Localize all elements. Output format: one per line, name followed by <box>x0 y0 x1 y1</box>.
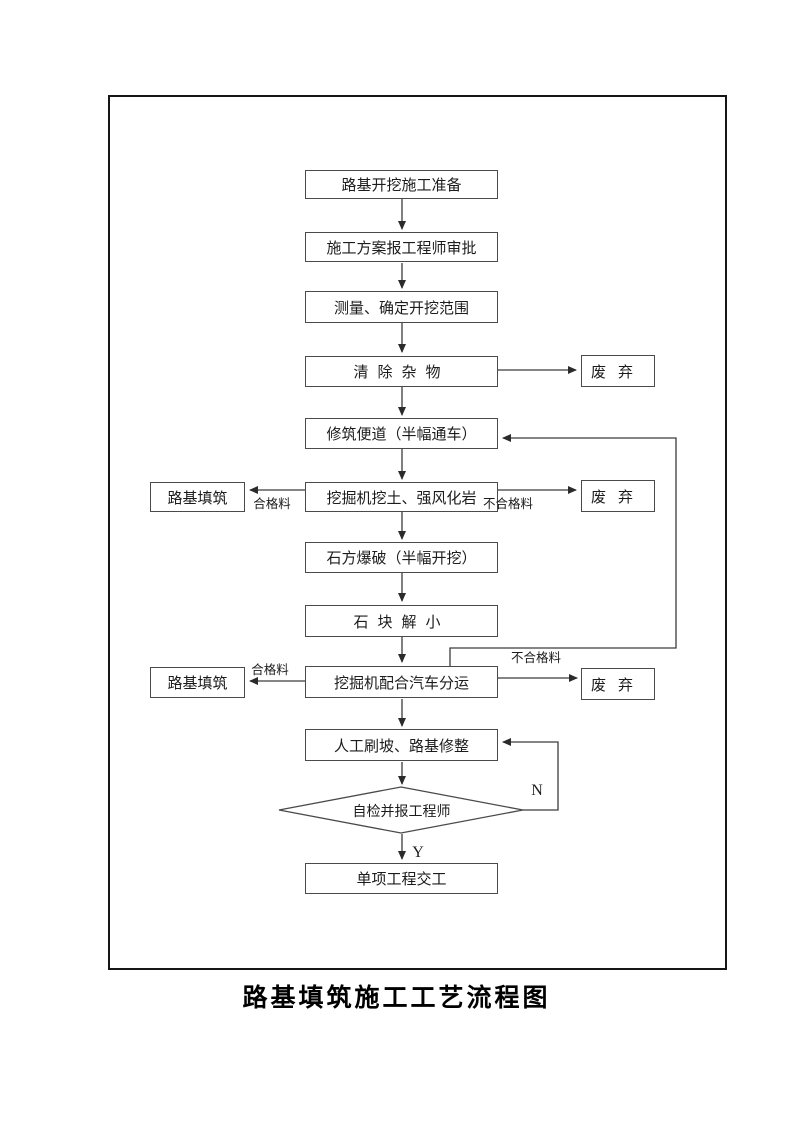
diagram-title: 路基填筑施工工艺流程图 <box>242 985 551 1012</box>
node-step7: 石方爆破（半幅开挖） <box>305 542 498 573</box>
node-step11: 单项工程交工 <box>305 863 498 894</box>
node-step10: 人工刷坡、路基修整 <box>305 729 498 761</box>
decision-diamond-shape <box>278 786 524 834</box>
edge-label-yes: Y <box>412 844 424 861</box>
edge-label-no: N <box>531 782 543 799</box>
node-step6: 挖掘机挖土、强风化岩 <box>305 482 498 512</box>
node-fill-left-2: 路基填筑 <box>150 667 245 698</box>
node-step9: 挖掘机配合汽车分运 <box>305 666 498 698</box>
edge-label-qualified-1: 合格料 <box>253 497 291 511</box>
node-discard-3: 废弃 <box>581 668 655 700</box>
node-step5: 修筑便道（半幅通车） <box>305 418 498 449</box>
node-step8: 石块解小 <box>305 605 498 637</box>
node-step1: 路基开挖施工准备 <box>305 170 498 199</box>
node-step2: 施工方案报工程师审批 <box>305 232 498 262</box>
edge-label-unqualified-1: 不合格料 <box>482 497 533 511</box>
node-decision: 自检并报工程师 <box>352 805 451 820</box>
node-discard-1: 废弃 <box>581 355 655 387</box>
node-step4: 清除杂物 <box>305 356 498 387</box>
diagram-frame <box>108 95 727 970</box>
node-fill-left-1: 路基填筑 <box>150 482 245 512</box>
edge-label-unqualified-2: 不合格料 <box>510 651 561 665</box>
edge-label-qualified-2: 合格料 <box>251 663 289 677</box>
node-discard-2: 废弃 <box>581 480 655 512</box>
node-step3: 测量、确定开挖范围 <box>305 291 498 323</box>
